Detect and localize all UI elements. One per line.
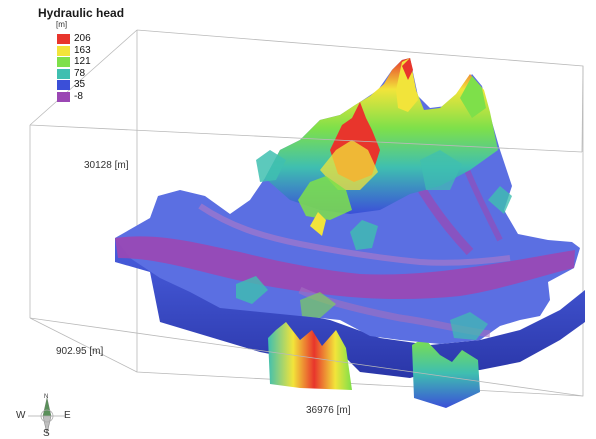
- z-axis-length-label: 902.95 [m]: [56, 346, 104, 357]
- compass-s: S: [43, 428, 50, 439]
- legend-label: 35: [74, 79, 86, 90]
- legend-unit: [m]: [56, 20, 68, 29]
- legend-swatch: [57, 34, 70, 44]
- legend-swatch: [57, 68, 70, 79]
- compass-rose: N W E S: [10, 394, 72, 439]
- legend-title: Hydraulic head: [38, 6, 125, 20]
- legend-label: 163: [74, 44, 91, 56]
- legend-swatch: [57, 91, 70, 102]
- legend-label: 206: [74, 33, 91, 44]
- terrain-side-walls: [115, 238, 585, 408]
- legend-label: 121: [74, 56, 91, 67]
- legend-label: -8: [74, 90, 83, 102]
- compass-e: E: [64, 410, 71, 421]
- bounding-box-front: [29, 124, 584, 397]
- y-axis-length-label: 30128 [m]: [84, 160, 129, 171]
- compass-n: N: [44, 394, 49, 400]
- legend-swatch: [57, 80, 70, 90]
- cliff-face-front: [268, 322, 352, 390]
- compass-w: W: [16, 410, 26, 421]
- x-axis-length-label: 36976 [m]: [306, 405, 351, 416]
- legend-swatch: [57, 45, 70, 56]
- river-valley: [115, 236, 575, 299]
- legend-swatch: [57, 57, 70, 67]
- terrain-top-surface: [115, 58, 580, 344]
- legend-label: 78: [74, 67, 86, 79]
- cliff-face-right: [412, 338, 480, 408]
